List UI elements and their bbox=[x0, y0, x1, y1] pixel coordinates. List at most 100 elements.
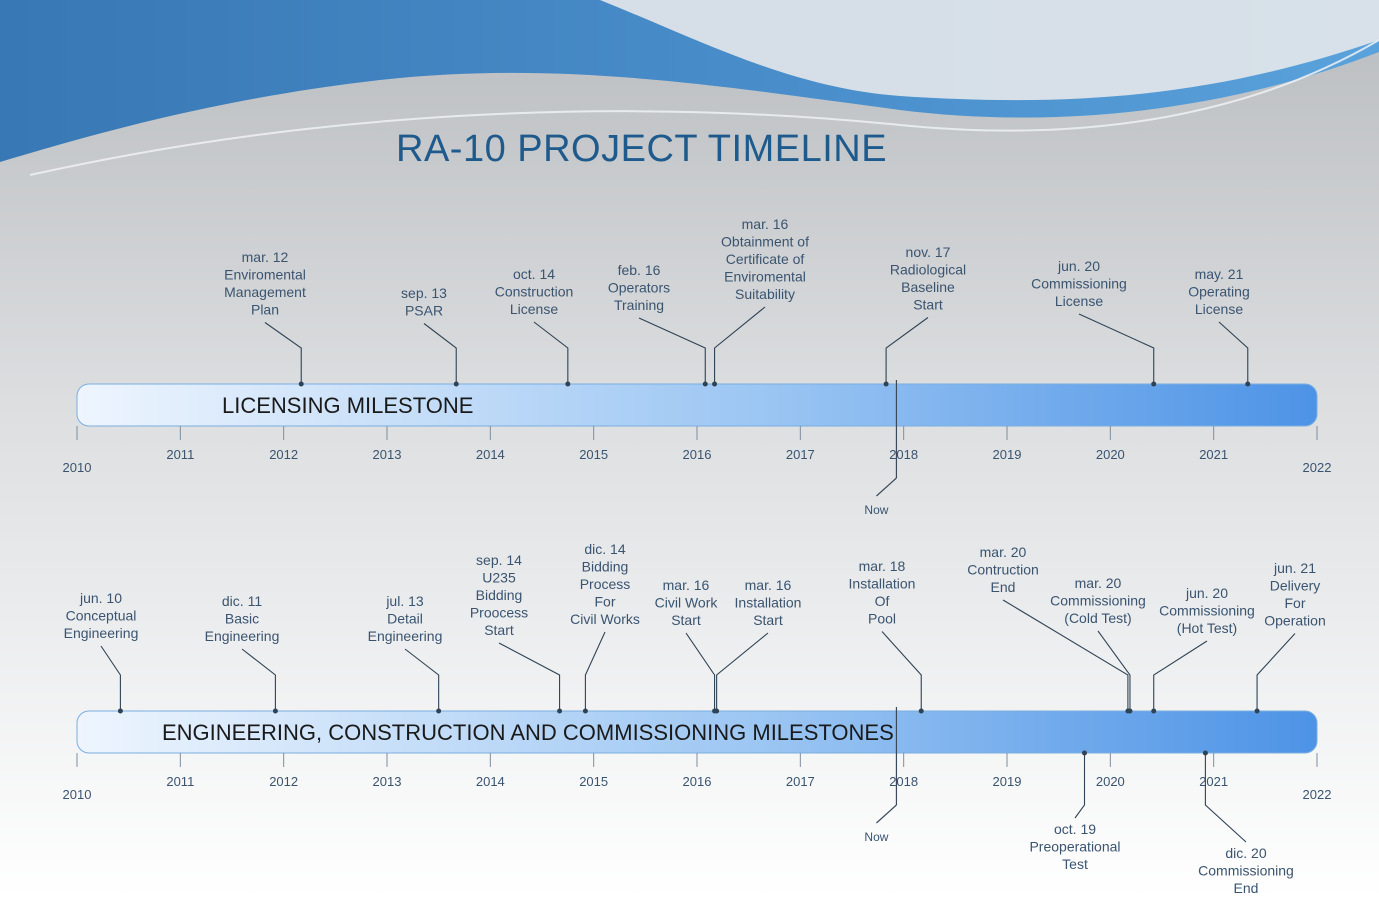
milestone-leader bbox=[498, 642, 561, 711]
milestone-marker bbox=[582, 708, 588, 714]
milestone-label-line: End bbox=[1234, 880, 1259, 896]
milestone-label-line: Management bbox=[224, 284, 306, 300]
milestone-label-line: Detail bbox=[387, 611, 423, 627]
milestone-leader bbox=[1002, 599, 1129, 711]
milestone-leader bbox=[716, 632, 769, 711]
milestone-marker bbox=[1127, 708, 1133, 714]
milestone-label-line: Commissioning bbox=[1159, 603, 1255, 619]
milestone-leader bbox=[584, 631, 606, 711]
milestone-marker bbox=[436, 708, 442, 714]
licensing-year-label: 2010 bbox=[63, 460, 92, 475]
milestone-label-line: Enviromental bbox=[224, 267, 306, 283]
licensing-year-label: 2019 bbox=[993, 447, 1022, 462]
milestone-marker bbox=[1082, 750, 1087, 756]
milestone-label-line: jun. 20 bbox=[1185, 585, 1228, 601]
engineering-year-label: 2014 bbox=[476, 774, 505, 789]
milestone-leader bbox=[1097, 630, 1131, 711]
licensing-year-label: 2013 bbox=[373, 447, 402, 462]
milestone-label-line: Radiological bbox=[890, 262, 966, 278]
milestone-label-line: dic. 14 bbox=[584, 541, 625, 557]
milestone-label-line: Bidding bbox=[476, 587, 523, 603]
milestone-label-line: For bbox=[595, 594, 616, 610]
licensing-year-label: 2020 bbox=[1096, 447, 1125, 462]
milestone-label: sep. 13 PSAR bbox=[401, 285, 447, 319]
milestone-leader bbox=[241, 648, 276, 711]
milestone-label-line: Operation bbox=[1264, 613, 1325, 629]
milestone-label-line: dic. 11 bbox=[222, 593, 262, 609]
milestone-label-line: For bbox=[1285, 595, 1306, 611]
milestone-label-line: Start bbox=[753, 612, 783, 628]
milestone-label-line: mar. 16 bbox=[745, 577, 792, 593]
engineering-year-label: 2020 bbox=[1096, 774, 1125, 789]
milestone-label-line: sep. 13 bbox=[401, 285, 447, 301]
milestone-label-line: (Cold Test) bbox=[1064, 610, 1131, 626]
milestone-label-line: Basic bbox=[225, 611, 259, 627]
milestone-label-line: mar. 16 bbox=[742, 216, 789, 232]
engineering-year-label: 2017 bbox=[786, 774, 815, 789]
engineering-year-label: 2011 bbox=[166, 774, 194, 789]
milestone-label-line: Baseline bbox=[901, 279, 955, 295]
milestone-label-line: jun. 10 bbox=[79, 590, 122, 606]
milestone-label-line: Engineering bbox=[368, 628, 443, 644]
milestone-marker bbox=[557, 708, 563, 714]
licensing-year-label: 2017 bbox=[786, 447, 815, 462]
engineering-now-label: Now bbox=[864, 830, 888, 844]
milestone-label-line: mar. 16 bbox=[663, 577, 710, 593]
engineering-year-label: 2010 bbox=[63, 787, 92, 802]
milestone-marker bbox=[1202, 750, 1208, 756]
milestone-marker bbox=[298, 381, 304, 387]
milestone-label-line: oct. 14 bbox=[513, 266, 555, 282]
milestone-marker bbox=[272, 708, 278, 714]
milestone-label-line: PSAR bbox=[405, 303, 443, 319]
milestone-label-line: Of bbox=[875, 593, 890, 609]
milestone-label-line: Installation bbox=[735, 595, 802, 611]
milestone-leader bbox=[100, 645, 121, 711]
milestone-label-line: Conceptual bbox=[66, 608, 137, 624]
licensing-year-label: 2014 bbox=[476, 447, 505, 462]
milestone-marker bbox=[883, 381, 889, 387]
milestone-marker bbox=[702, 381, 708, 387]
milestone-label-line: Construction bbox=[495, 284, 574, 300]
milestone-label-line: Start bbox=[671, 612, 701, 628]
licensing-year-label: 2018 bbox=[889, 447, 918, 462]
licensing-year-label: 2021 bbox=[1199, 447, 1228, 462]
milestone-marker bbox=[1151, 381, 1157, 387]
milestone-leader bbox=[533, 321, 569, 384]
licensing-year-label: 2012 bbox=[269, 447, 298, 462]
milestone-label-line: feb. 16 bbox=[618, 262, 661, 278]
milestone-label-line: License bbox=[1055, 293, 1103, 309]
milestone-marker bbox=[453, 381, 459, 387]
milestone-label-line: License bbox=[510, 301, 558, 317]
background-wave-light bbox=[600, 0, 1379, 101]
milestone-label-line: Obtainment of bbox=[721, 234, 809, 250]
milestone-label-line: Certificate of bbox=[726, 251, 805, 267]
milestone-label-line: mar. 20 bbox=[980, 544, 1027, 560]
page-title: RA-10 PROJECT TIMELINE bbox=[396, 128, 888, 170]
milestone-marker bbox=[918, 708, 924, 714]
milestone-label-line: License bbox=[1195, 301, 1243, 317]
milestone-label-line: Commissioning bbox=[1031, 276, 1127, 292]
milestone-label-line: Process bbox=[580, 576, 631, 592]
milestone-leader bbox=[423, 323, 457, 384]
milestone-label-line: Contruction bbox=[967, 562, 1039, 578]
licensing-now-label: Now bbox=[864, 503, 888, 517]
milestone-leader bbox=[685, 632, 716, 711]
background-swoosh-line bbox=[29, 39, 1379, 176]
milestone-leader bbox=[1078, 313, 1155, 384]
milestone-marker bbox=[1254, 708, 1260, 714]
milestone-label-line: Proocess bbox=[470, 605, 528, 621]
milestone-label-line: Operating bbox=[1188, 284, 1249, 300]
